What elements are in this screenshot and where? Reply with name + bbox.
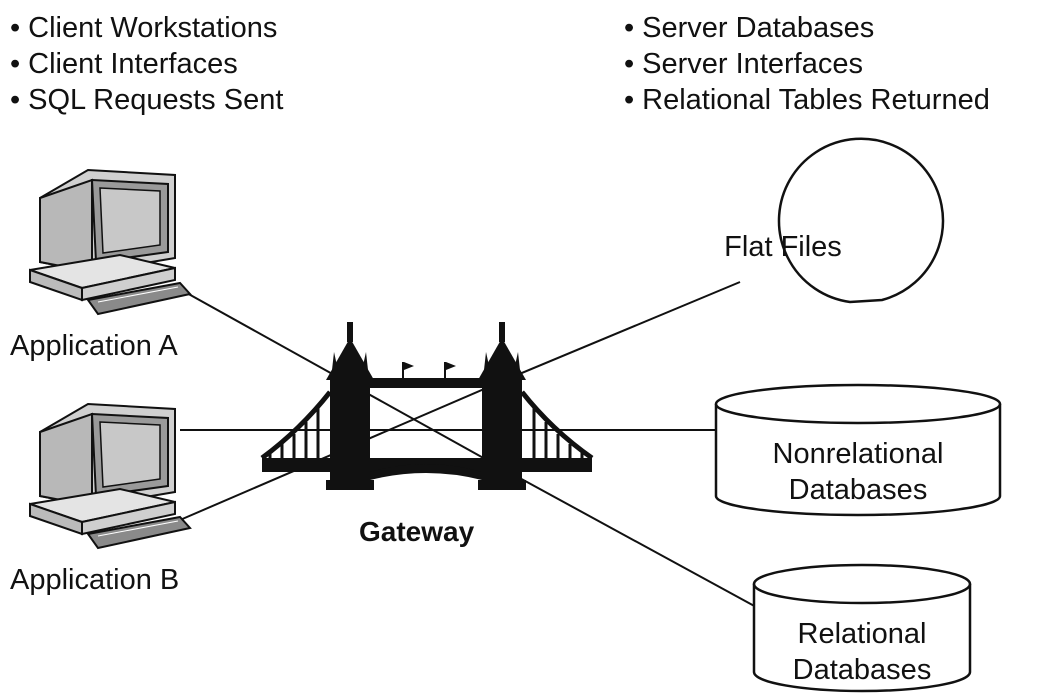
relational-line-1: Relational	[797, 618, 927, 650]
server-bullet-list: Server Databases Server Interfaces Relat…	[624, 10, 990, 118]
nonrelational-line-1: Nonrelational	[772, 438, 944, 470]
database-cylinder-icon-nonrelational	[714, 383, 1002, 517]
client-bullet-item: Client Interfaces	[10, 46, 283, 82]
workstation-icon-b	[29, 402, 192, 550]
application-a-label: Application A	[10, 330, 178, 362]
client-bullet-list: Client Workstations Client Interfaces SQ…	[10, 10, 283, 118]
flat-files-label: Flat Files	[724, 231, 842, 263]
client-bullet-item: Client Workstations	[10, 10, 283, 46]
gateway-label: Gateway	[359, 516, 475, 547]
connector-gateway-flat-files	[504, 281, 741, 381]
database-cylinder-icon-relational	[752, 563, 972, 693]
relational-databases-label: Relational Databases	[754, 616, 970, 688]
client-bullet-item: SQL Requests Sent	[10, 82, 283, 118]
server-bullet-item: Server Interfaces	[624, 46, 990, 82]
relational-line-2: Databases	[792, 654, 932, 686]
flat-file-icon	[777, 137, 945, 304]
nonrelational-line-2: Databases	[788, 474, 928, 506]
server-bullet-item: Relational Tables Returned	[624, 82, 990, 118]
connection-lines	[179, 281, 759, 609]
connector-gateway-relational	[504, 469, 759, 609]
application-b-label: Application B	[10, 564, 180, 596]
tower-bridge-icon	[260, 322, 594, 490]
server-bullet-item: Server Databases	[624, 10, 990, 46]
nonrelational-databases-label: Nonrelational Databases	[716, 436, 1000, 508]
workstation-icon-a	[29, 168, 192, 316]
